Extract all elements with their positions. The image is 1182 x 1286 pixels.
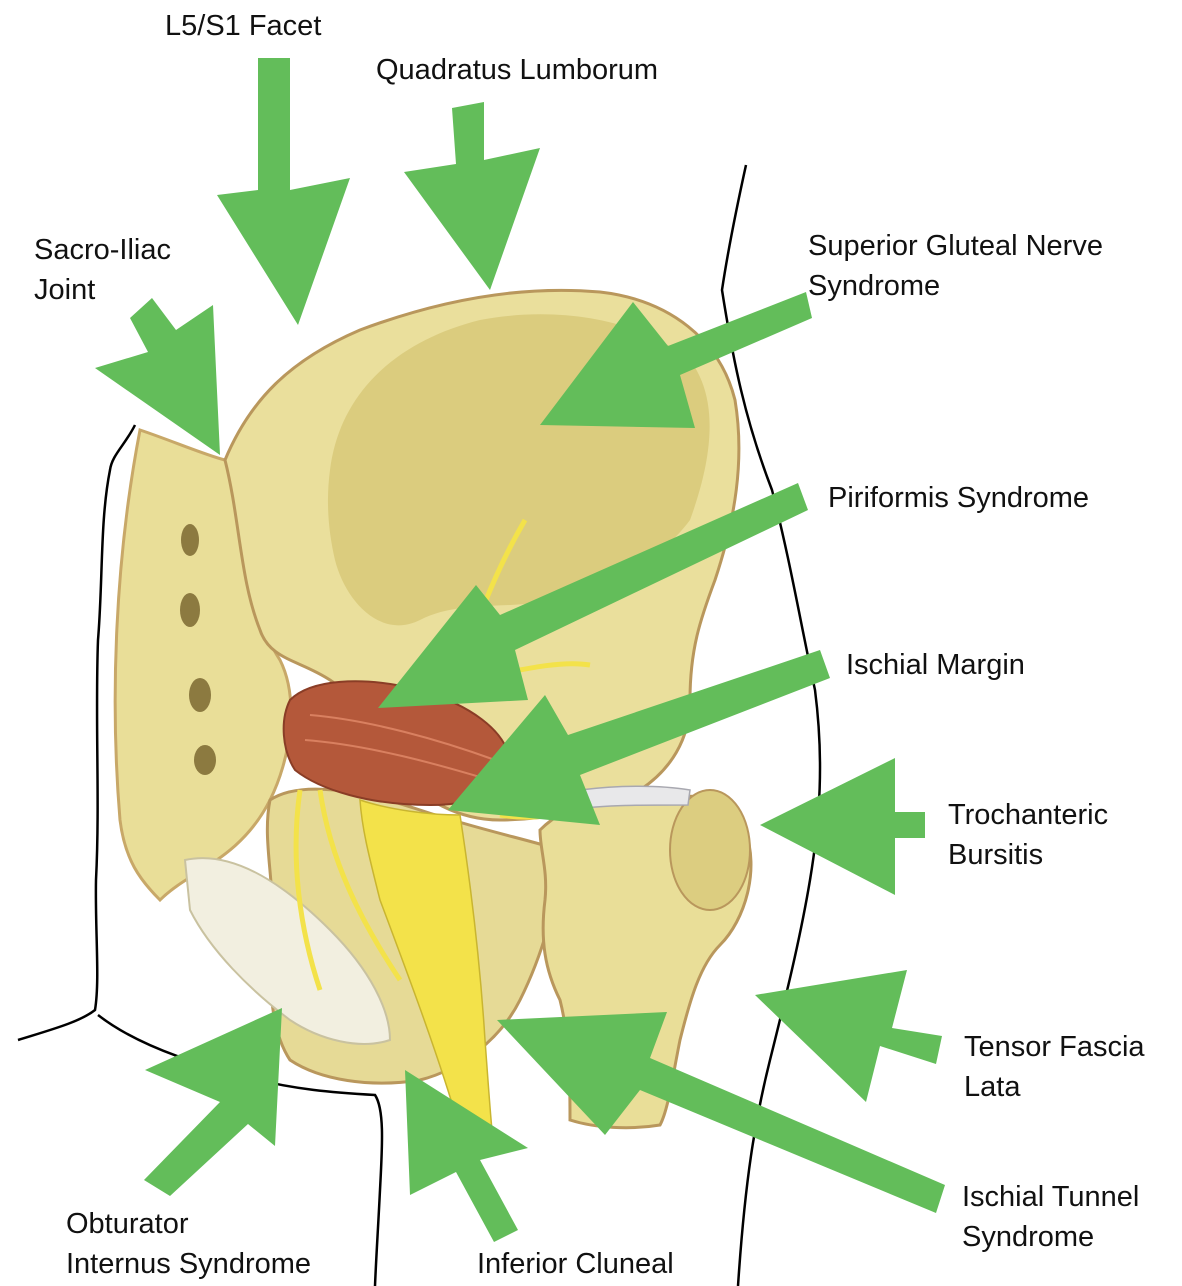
label-superior-gluteal-nerve-syndrome: Superior Gluteal Nerve Syndrome <box>808 226 1103 306</box>
label-ischial-margin: Ischial Margin <box>846 645 1025 685</box>
label-inferior-cluneal: Inferior Cluneal <box>477 1244 674 1284</box>
label-obturator-internus-syndrome: Obturator Internus Syndrome <box>66 1204 311 1284</box>
sacral-foramen <box>189 678 211 712</box>
label-ischial-tunnel-syndrome: Ischial Tunnel Syndrome <box>962 1177 1139 1257</box>
arrow-quadratus <box>404 102 540 290</box>
label-tensor-fascia-lata: Tensor Fascia Lata <box>964 1027 1145 1107</box>
label-sacro-iliac-joint: Sacro-Iliac Joint <box>34 230 171 310</box>
arrow-sacroiliac <box>95 298 220 455</box>
arrow-tensor <box>755 970 942 1102</box>
arrow-obturator <box>144 1008 282 1196</box>
label-piriformis-syndrome: Piriformis Syndrome <box>828 478 1089 518</box>
tendon <box>580 786 690 808</box>
sacral-foramen <box>180 593 200 627</box>
label-l5s1-facet: L5/S1 Facet <box>165 6 321 46</box>
arrow-trochanteric <box>760 758 925 895</box>
label-trochanteric-bursitis: Trochanteric Bursitis <box>948 795 1108 875</box>
greater-trochanter <box>670 790 750 910</box>
arrow-l5s1 <box>217 58 350 325</box>
sacral-foramen <box>181 524 199 556</box>
sacral-foramen <box>194 745 216 775</box>
label-quadratus-lumborum: Quadratus Lumborum <box>376 50 658 90</box>
